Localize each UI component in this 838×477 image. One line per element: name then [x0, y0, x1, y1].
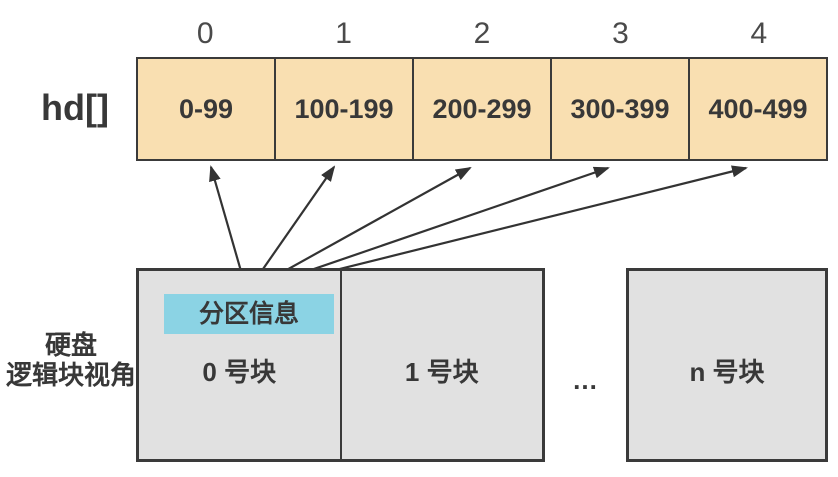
cell-range-label: 200-299 [432, 93, 532, 124]
partition-info-tag: 分区信息 [164, 294, 334, 334]
array-index-4: 4 [750, 17, 768, 50]
array-cell-2: 200-299 [412, 59, 550, 159]
cell-range-label: 300-399 [570, 93, 670, 124]
array-cell-4: 400-499 [688, 59, 826, 159]
ellipsis: ... [573, 365, 598, 395]
disk-blocks-0-1: 分区信息 0 号块 1 号块 [136, 268, 545, 462]
disk-view-label-line2: 逻辑块视角 [5, 360, 136, 390]
array-cell-0: 0-99 [138, 59, 274, 159]
block-0-label: 0 号块 [202, 357, 277, 387]
block-1-label: 1 号块 [404, 357, 479, 387]
cell-range-label: 100-199 [294, 93, 394, 124]
disk-block-n: n 号块 [626, 268, 828, 462]
array-index-row: 0 1 2 3 4 [136, 16, 828, 52]
array-index-1: 1 [335, 17, 352, 50]
block-n-label: n 号块 [689, 357, 765, 387]
disk-block-1: 1 号块 [339, 271, 542, 459]
cell-range-label: 400-499 [708, 93, 808, 124]
array-index-2: 2 [473, 17, 491, 50]
cell-range-label: 0-99 [178, 93, 234, 124]
array-cell-3: 300-399 [550, 59, 688, 159]
disk-block-0: 分区信息 0 号块 [139, 271, 340, 459]
array-index-0: 0 [196, 17, 214, 50]
disk-view-label-line1: 硬盘 [44, 330, 97, 360]
hd-array: 0-99 100-199 200-299 300-399 400-499 [136, 57, 828, 161]
array-cell-1: 100-199 [274, 59, 412, 159]
array-name-label: hd[] [41, 87, 109, 128]
array-index-3: 3 [612, 17, 629, 50]
disk-view-label: 硬盘 逻辑块视角 [0, 330, 142, 390]
